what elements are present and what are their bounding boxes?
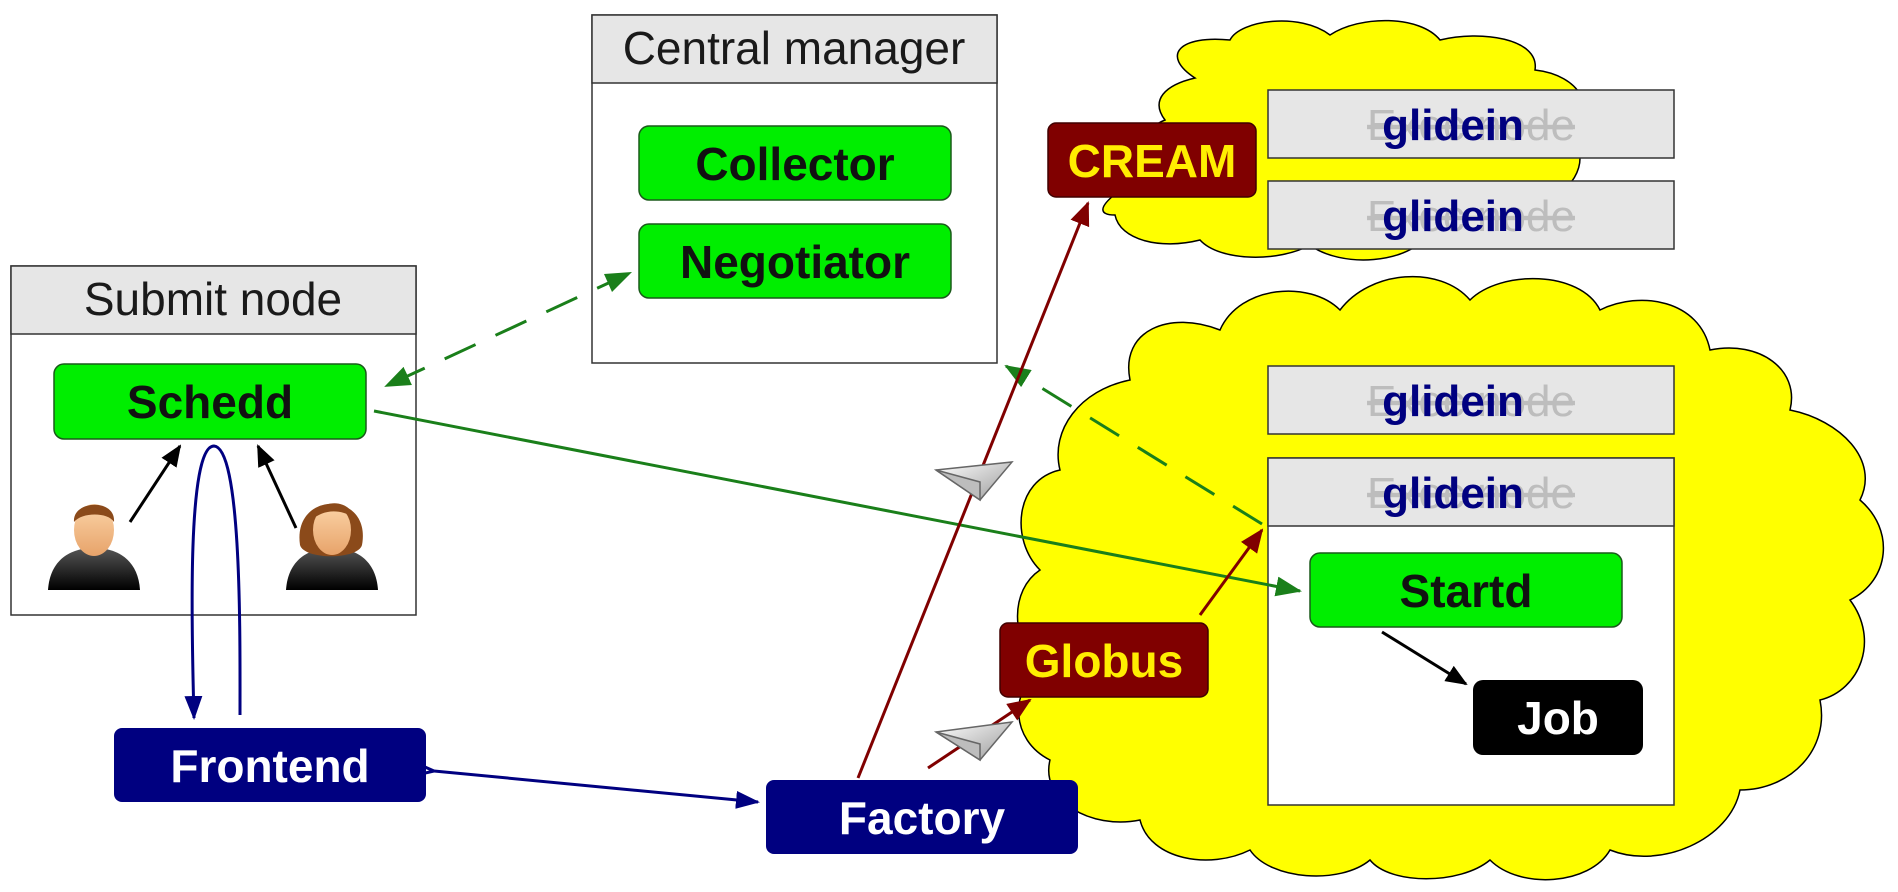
job-label: Job	[1517, 692, 1599, 744]
user-male-icon	[48, 504, 140, 590]
submit-node-title: Submit node	[84, 273, 342, 325]
cream-label: CREAM	[1068, 135, 1237, 187]
glidein-label: glidein	[1382, 101, 1524, 150]
globus-gatekeeper[interactable]: Globus	[999, 622, 1209, 698]
user-to-schedd-arrow	[128, 444, 182, 523]
collector-label: Collector	[695, 138, 894, 190]
startd-label: Startd	[1400, 565, 1533, 617]
exec-node-label: Exec node	[1367, 377, 1575, 426]
worker-slot-1: Exec node glidein	[1267, 89, 1675, 159]
exec-node-label: Exec node	[1367, 469, 1575, 518]
negotiator-arrowhead	[604, 272, 632, 292]
factory-label: Factory	[839, 792, 1006, 844]
globus-label: Globus	[1025, 635, 1183, 687]
negotiator-schedd-dashed-arrow	[384, 272, 629, 388]
glidein-paper-plane-icon	[933, 721, 1014, 762]
schedd-daemon[interactable]: Schedd	[53, 363, 367, 440]
schedd-frontend-loop-arrow	[184, 444, 242, 720]
job-box[interactable]: Job	[1473, 680, 1643, 755]
worker-slot-3: Exec node glidein	[1267, 365, 1675, 435]
glidein-label: glidein	[1382, 192, 1524, 241]
cream-gatekeeper[interactable]: CREAM	[1047, 122, 1257, 198]
glidein-label: glidein	[1382, 469, 1524, 518]
frontend-box[interactable]: Frontend	[114, 728, 426, 802]
frontend-factory-arrow	[409, 759, 760, 809]
user-female-icon	[286, 503, 378, 590]
central-manager-title: Central manager	[623, 22, 966, 74]
collector-daemon[interactable]: Collector	[638, 125, 952, 201]
glidein-to-collector-dashed-arrow	[1004, 364, 1263, 526]
startd-to-job-arrow	[1381, 630, 1468, 686]
glidein-paper-plane-icon	[933, 461, 1014, 502]
negotiator-daemon[interactable]: Negotiator	[638, 223, 952, 299]
user-to-schedd-arrow	[256, 444, 298, 529]
exec-node-label: Exec node	[1367, 101, 1575, 150]
schedd-to-startd-arrow	[373, 409, 1302, 597]
startd-daemon[interactable]: Startd	[1309, 552, 1623, 628]
exec-node-label: Exec node	[1367, 192, 1575, 241]
negotiator-label: Negotiator	[680, 236, 910, 288]
frontend-label: Frontend	[170, 740, 369, 792]
glidein-label: glidein	[1382, 377, 1524, 426]
worker-slot-2: Exec node glidein	[1267, 180, 1675, 250]
globus-to-glidein-arrow	[1198, 528, 1264, 616]
factory-box[interactable]: Factory	[766, 780, 1078, 854]
schedd-label: Schedd	[127, 376, 293, 428]
